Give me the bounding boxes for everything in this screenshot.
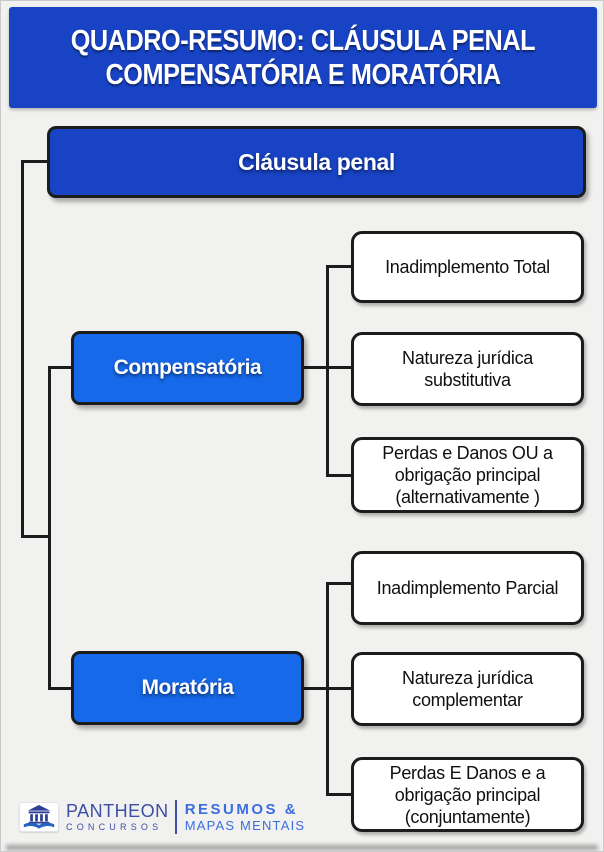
brand-tagline: RESUMOS & MAPAS MENTAIS xyxy=(185,801,306,833)
connector-line xyxy=(326,265,353,268)
connector-line xyxy=(326,265,329,477)
connector-line xyxy=(21,160,48,163)
brand-subtitle: CONCURSOS xyxy=(66,821,163,832)
connector-line xyxy=(48,366,73,369)
node-clausula-penal: Cláusula penal xyxy=(47,126,586,198)
footer-brand: PANTHEON CONCURSOS RESUMOS & MAPAS MENTA… xyxy=(19,800,305,834)
brand-text: PANTHEON CONCURSOS xyxy=(66,802,169,833)
connector-line xyxy=(326,582,353,585)
connector-line xyxy=(48,366,51,690)
connector-line xyxy=(326,474,353,477)
pantheon-logo-icon xyxy=(19,802,59,832)
leaf-inadimplemento-total: Inadimplemento Total xyxy=(351,231,584,303)
page-title-line-2: COMPENSATÓRIA E MORATÓRIA xyxy=(105,58,501,91)
page-title-line-1: QUADRO-RESUMO: CLÁUSULA PENAL xyxy=(70,24,536,57)
node-compensatoria: Compensatória xyxy=(71,331,304,405)
tagline-line-2: MAPAS MENTAIS xyxy=(184,818,306,833)
leaf-natureza-complementar: Natureza jurídica complementar xyxy=(351,652,584,726)
connector-line xyxy=(21,160,24,538)
pantheon-temple-book-icon xyxy=(23,805,55,829)
connector-line xyxy=(21,535,51,538)
tagline-line-1: RESUMOS & xyxy=(184,801,299,818)
leaf-natureza-substitutiva: Natureza jurídica substitutiva xyxy=(351,332,584,406)
brand-name: PANTHEON xyxy=(66,800,169,821)
header-banner: QUADRO-RESUMO: CLÁUSULA PENAL COMPENSATÓ… xyxy=(9,7,597,108)
connector-line xyxy=(326,582,329,796)
node-moratoria: Moratória xyxy=(71,651,304,725)
connector-line xyxy=(326,793,353,796)
leaf-perdas-danos-alternativamente: Perdas e Danos OU a obrigação principal … xyxy=(351,437,584,513)
connector-line xyxy=(48,687,73,690)
leaf-inadimplemento-parcial: Inadimplemento Parcial xyxy=(351,551,584,625)
leaf-perdas-danos-conjuntamente: Perdas E Danos e a obrigação principal (… xyxy=(351,757,584,832)
brand-divider xyxy=(174,800,177,834)
